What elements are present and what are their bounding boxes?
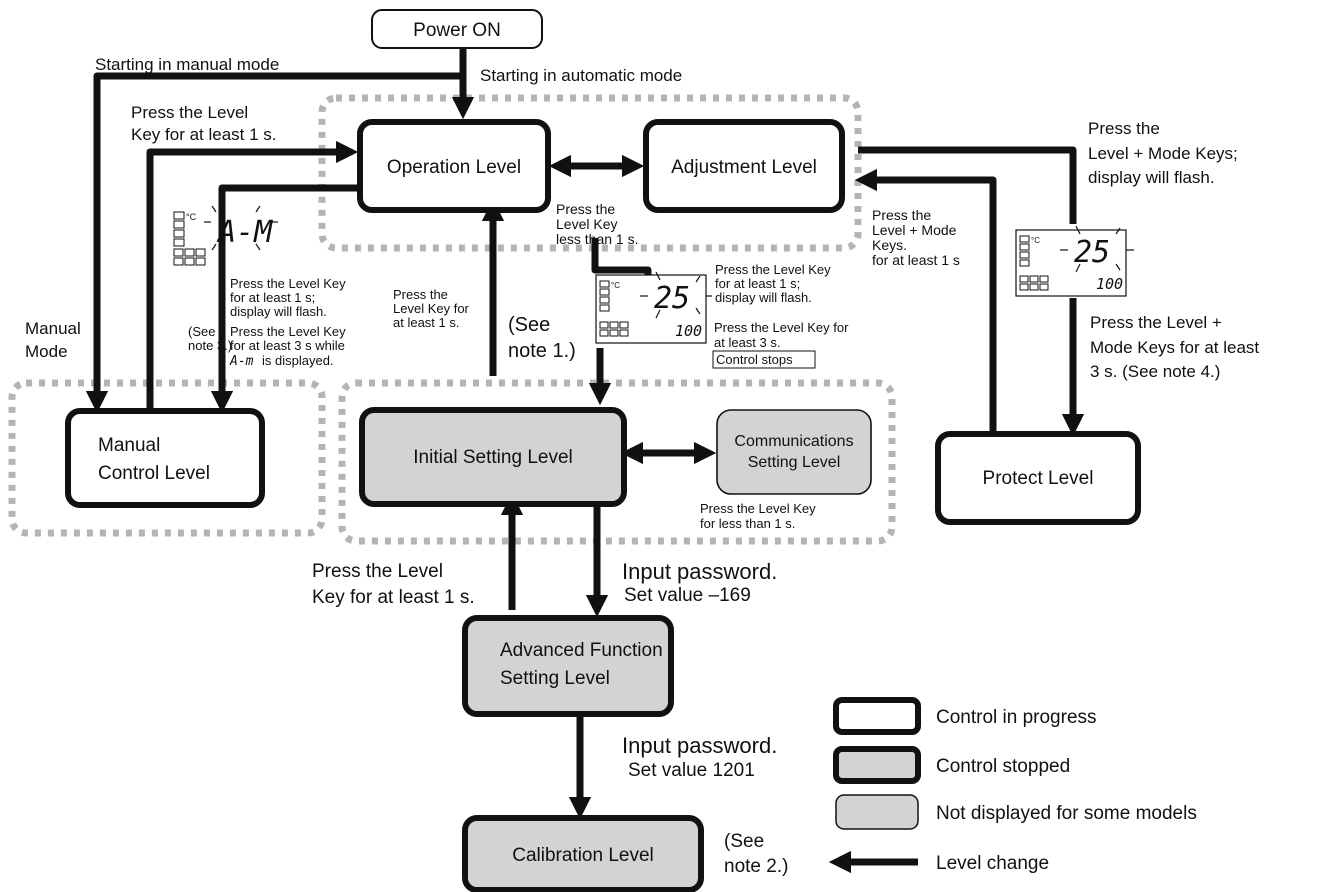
label-prot-c: Keys. (872, 237, 907, 253)
label-pw1-b: Set value –169 (624, 585, 751, 606)
label-comm-a: Press the Level Key (700, 501, 816, 516)
label-cs-b: for at least 1 s; (715, 276, 800, 291)
communications-label-1: Communications (734, 433, 853, 450)
label-init-back-a: Press the (393, 287, 448, 302)
display-am-text: A-M (216, 215, 273, 250)
display-right-bottom: 100 (1096, 275, 1123, 293)
manual-mode-group (8, 379, 326, 537)
label-control-stops: Control stops (716, 352, 793, 367)
label-note2-b: note 2.) (724, 856, 788, 877)
manual-control-label-1: Manual (98, 435, 160, 456)
flow-arrows (85, 48, 1085, 820)
label-adj-c: less than 1 s. (556, 231, 639, 247)
label-am-a: Press the Level Key (230, 276, 346, 291)
label-adv-back-b: Key for at least 1 s. (312, 587, 475, 608)
label-adj-b: Level Key (556, 216, 617, 232)
label-press-level-1s-a: Press the Level (131, 103, 248, 122)
legend-control-stopped: Control stopped (936, 756, 1070, 777)
operation-level-label: Operation Level (387, 157, 521, 178)
manual-control-label-2: Control Level (98, 463, 210, 484)
display-am-unit: °C (186, 212, 197, 222)
label-prot-b: Level + Mode (872, 222, 957, 238)
label-manual-mode-a: Manual (25, 319, 81, 338)
display-right-unit: °C (1031, 236, 1040, 245)
communications-setting-level-box: Communications Setting Level (716, 409, 872, 495)
label-pw1-a: Input password. (622, 559, 777, 584)
annotations: Starting in manual mode Starting in auto… (25, 55, 1259, 877)
label-am3-a: Press the Level Key (230, 324, 346, 339)
legend-level-change: Level change (936, 853, 1049, 874)
label-pw2-b: Set value 1201 (628, 760, 755, 781)
label-cs3-a: Press the Level Key for (714, 320, 849, 335)
adjustment-level-label: Adjustment Level (671, 157, 817, 178)
label-cs3-b: at least 3 s. (714, 335, 780, 350)
legend-swatch-progress (833, 697, 921, 735)
label-pw2-a: Input password. (622, 733, 777, 758)
label-prot-a: Press the (872, 207, 931, 223)
communications-label-2: Setting Level (748, 454, 841, 471)
label-comm-b: for less than 1 s. (700, 516, 795, 531)
protect-level-label: Protect Level (983, 468, 1094, 489)
manual-control-level-box: Manual Control Level (65, 408, 265, 508)
display-protect-icon: °C 25 100 (1015, 225, 1134, 297)
power-on-label: Power ON (413, 20, 501, 41)
power-on-box: Power ON (371, 9, 543, 49)
adjustment-level-box: Adjustment Level (643, 119, 845, 213)
legend-swatch-stopped (833, 746, 921, 784)
label-note3-b: note 3.) (188, 338, 232, 353)
label-am-b: for at least 1 s; (230, 290, 315, 305)
label-flash-a: Press the (1088, 119, 1160, 138)
label-prot-d: for at least 1 s (872, 252, 960, 268)
calibration-label: Calibration Level (512, 845, 654, 866)
label-am3-c: is displayed. (262, 353, 334, 368)
legend-swatch-not-displayed (835, 794, 919, 830)
label-note1-a: (See (508, 314, 550, 336)
display-control-stop-icon: °C 25 100 (595, 271, 712, 344)
calibration-level-box: Calibration Level (462, 815, 704, 892)
display-center-unit: °C (611, 281, 620, 290)
label-cs-c: display will flash. (715, 290, 812, 305)
label-init-back-b: Level Key for (393, 301, 470, 316)
display-center-bottom: 100 (675, 322, 702, 340)
protect-level-box: Protect Level (935, 431, 1141, 525)
label-press-level-1s-b: Key for at least 1 s. (131, 125, 277, 144)
label-prot3s-a: Press the Level + (1090, 313, 1222, 332)
label-am3-glyph: A-m (229, 354, 254, 369)
label-note3-a: (See (188, 324, 215, 339)
label-start-auto: Starting in automatic mode (480, 66, 682, 85)
label-flash-c: display will flash. (1088, 168, 1215, 187)
display-am-icon: °C A-M (173, 205, 278, 266)
legend-not-displayed: Not displayed for some models (936, 803, 1197, 824)
initial-setting-label: Initial Setting Level (413, 447, 573, 468)
label-am-c: display will flash. (230, 304, 327, 319)
label-note1-b: note 1.) (508, 340, 576, 362)
initial-setting-level-box: Initial Setting Level (359, 407, 627, 507)
legend-control-in-progress: Control in progress (936, 707, 1097, 728)
label-note2-a: (See (724, 831, 764, 852)
operation-level-box: Operation Level (357, 119, 551, 213)
label-init-back-c: at least 1 s. (393, 315, 459, 330)
label-adj-a: Press the (556, 201, 615, 217)
advanced-label-1: Advanced Function (500, 640, 663, 661)
legend: Control in progress Control stopped Not … (828, 697, 1197, 874)
label-prot3s-c: 3 s. (See note 4.) (1090, 362, 1220, 381)
label-flash-b: Level + Mode Keys; (1088, 144, 1238, 163)
label-adv-back-a: Press the Level (312, 561, 443, 582)
label-cs-a: Press the Level Key (715, 262, 831, 277)
advanced-function-setting-level-box: Advanced Function Setting Level (462, 615, 674, 717)
label-prot3s-b: Mode Keys for at least (1090, 338, 1259, 357)
advanced-label-2: Setting Level (500, 668, 610, 689)
label-am3-b: for at least 3 s while (230, 338, 345, 353)
label-manual-mode-b: Mode (25, 342, 68, 361)
label-start-manual: Starting in manual mode (95, 55, 279, 74)
initial-setting-group (338, 379, 896, 545)
